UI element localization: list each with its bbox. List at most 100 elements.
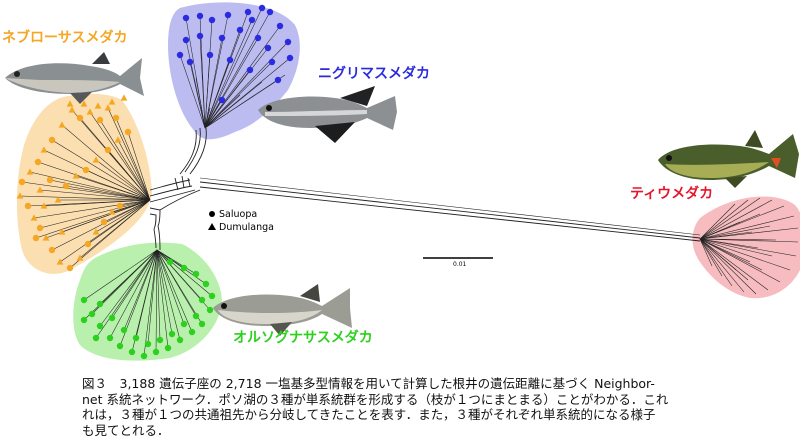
tip-triangle xyxy=(72,172,80,179)
tip-circle xyxy=(192,312,200,320)
branch-line xyxy=(217,94,241,117)
branch-line xyxy=(699,203,736,240)
branch-line xyxy=(107,107,151,201)
tip-triangle xyxy=(56,258,64,265)
branch-line xyxy=(135,249,158,339)
branch-line xyxy=(156,249,181,341)
branch-line xyxy=(221,19,253,91)
tip-circle xyxy=(192,270,200,278)
tip-triangle xyxy=(58,228,66,235)
tip-circle xyxy=(264,44,272,52)
tip-circle xyxy=(182,14,190,22)
branch-line xyxy=(95,249,158,339)
branch-line xyxy=(199,15,204,89)
branch-line xyxy=(179,54,197,103)
tip-triangle xyxy=(54,196,62,203)
branch-line xyxy=(123,249,158,331)
tip-circle xyxy=(254,34,262,42)
branch-line xyxy=(35,199,151,239)
branch-line xyxy=(117,139,151,201)
tip-circle xyxy=(76,114,84,122)
branch-line xyxy=(43,199,151,207)
caption-line-4: も見てとれる． xyxy=(82,422,170,438)
branch-line xyxy=(699,238,757,295)
branch-line xyxy=(156,249,169,349)
tip-triangle xyxy=(92,156,100,163)
branch-line xyxy=(95,199,151,233)
tip-circle xyxy=(218,34,226,42)
tip-circle xyxy=(80,316,88,324)
branch-line xyxy=(204,110,231,129)
branch-line xyxy=(224,81,263,113)
legend-circle-label: Saluopa xyxy=(219,209,257,220)
branch-line xyxy=(699,238,733,287)
branch-line xyxy=(699,238,777,241)
branch-line xyxy=(99,119,151,201)
branch-line xyxy=(89,111,151,201)
tip-circle xyxy=(208,292,216,300)
tip-triangle xyxy=(76,254,84,261)
branch-line xyxy=(204,107,221,129)
branch-line xyxy=(699,238,773,257)
branch-line xyxy=(224,7,263,87)
branch-line xyxy=(61,124,151,201)
branch-line xyxy=(143,249,158,357)
scale-bar-label: 0.01 xyxy=(453,261,467,268)
tip-circle xyxy=(34,158,42,166)
tip-circle xyxy=(246,66,254,74)
branch-line xyxy=(220,69,251,108)
branch-line xyxy=(212,14,229,89)
branch-line xyxy=(39,199,151,229)
branch-line xyxy=(699,238,737,271)
nebulosus-label: ネブローサスメダカ xyxy=(2,29,127,46)
branch-line xyxy=(699,221,741,240)
branch-line xyxy=(202,95,206,129)
tip-circle xyxy=(224,11,232,19)
branch-line xyxy=(109,249,158,339)
tip-triangle xyxy=(86,108,94,115)
branch-line xyxy=(210,99,223,119)
tip-circle xyxy=(168,330,176,338)
tip-circle xyxy=(62,182,70,190)
legend: Saluopa Dumulanga xyxy=(208,209,274,233)
tip-circle xyxy=(32,234,40,242)
tip-circle xyxy=(152,348,160,356)
tip-circle xyxy=(116,202,124,210)
tip-circle xyxy=(140,352,148,360)
branch-line xyxy=(83,249,158,301)
tip-triangle xyxy=(16,192,24,199)
branch-line xyxy=(39,189,151,201)
branch-line xyxy=(195,102,206,129)
tip-circle xyxy=(202,280,210,288)
tip-circle xyxy=(46,176,54,184)
tip-circle xyxy=(156,336,164,344)
tip-circle xyxy=(180,320,188,328)
tip-triangle xyxy=(30,214,38,221)
tip-triangle xyxy=(104,104,112,111)
branch-line xyxy=(699,238,769,291)
branch-line xyxy=(156,249,197,275)
tip-triangle xyxy=(40,146,48,153)
tip-circle xyxy=(166,258,174,266)
tip-markers xyxy=(16,4,294,360)
branch-line xyxy=(230,79,279,112)
tip-triangle xyxy=(68,106,76,113)
branch-line xyxy=(85,169,151,201)
branch-line xyxy=(204,90,222,129)
tip-circle xyxy=(144,340,152,348)
branch-line xyxy=(226,47,269,101)
tip-circle xyxy=(218,96,226,104)
branch-lines xyxy=(19,7,799,357)
branch-line xyxy=(204,118,212,129)
branch-line xyxy=(699,238,713,267)
branch-line xyxy=(156,249,203,301)
branch-line xyxy=(204,96,212,129)
branch-line xyxy=(699,238,797,257)
tip-triangle xyxy=(58,121,66,128)
branch-line xyxy=(107,149,151,201)
branch-line xyxy=(115,117,151,201)
branch-line xyxy=(234,57,291,104)
network-core xyxy=(149,127,207,251)
branch-line xyxy=(233,41,289,99)
branch-line xyxy=(189,61,201,105)
